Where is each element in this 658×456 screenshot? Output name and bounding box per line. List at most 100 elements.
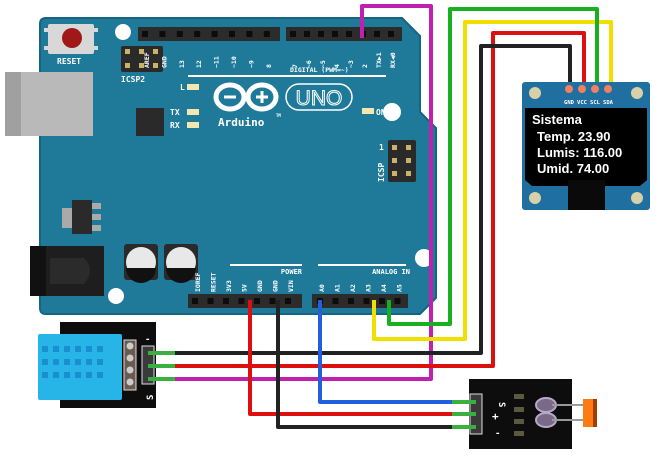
header-pin[interactable] <box>388 31 394 37</box>
header-pin[interactable] <box>346 31 352 37</box>
digital-pin-label: ~6 <box>305 60 313 68</box>
oled-gnd-wire[interactable] <box>175 44 572 355</box>
header-pin[interactable] <box>223 298 229 304</box>
oled-screen <box>525 108 647 180</box>
mounting-hole <box>415 249 433 267</box>
oled-ribbon <box>568 180 605 210</box>
header-pin[interactable] <box>394 298 401 304</box>
digital-header-right <box>286 27 402 41</box>
icsp-pin1-label: 1 <box>379 143 384 152</box>
header-pin[interactable] <box>379 298 385 304</box>
header-pin[interactable] <box>229 31 235 37</box>
digital-pin-label: 4 <box>333 64 341 68</box>
header-pin[interactable] <box>304 31 310 37</box>
header-pin[interactable] <box>238 298 245 304</box>
analog-pin-label: A1 <box>334 284 342 292</box>
dht-vent <box>53 372 59 378</box>
dht-vent <box>42 346 48 352</box>
analog-label: ANALOG IN <box>372 268 410 276</box>
header-pin[interactable] <box>207 298 214 304</box>
icsp2-label: ICSP2 <box>121 75 145 84</box>
led-tx-label: TX <box>170 108 180 117</box>
header-pin[interactable] <box>290 31 296 37</box>
header-pin[interactable] <box>194 31 201 37</box>
header-pin[interactable] <box>246 31 253 37</box>
dht-vent <box>53 346 59 352</box>
led-tx <box>187 109 199 115</box>
header-pin[interactable] <box>142 31 148 37</box>
uno-badge: UNO <box>285 83 353 111</box>
dht-data-wire[interactable] <box>175 4 433 381</box>
pcb <box>39 17 437 315</box>
header-pin[interactable] <box>159 31 166 37</box>
ldr-minus-label: - <box>495 429 500 439</box>
power-5v-wire[interactable] <box>248 300 470 416</box>
header-pin[interactable] <box>176 31 183 37</box>
analog-pin-label: A4 <box>380 284 388 292</box>
oled-line-4: Umid. 74.00 <box>537 161 609 176</box>
dht-grid <box>42 346 103 378</box>
reset-label: RESET <box>57 57 81 66</box>
digital-pin-label: ~11 <box>213 56 221 68</box>
oled-pin-label: SDA <box>603 100 614 106</box>
icsp-label: ICSP <box>377 163 386 182</box>
oled-vcc-wire[interactable] <box>175 31 586 368</box>
mounting-hole <box>383 103 401 121</box>
dht-vent <box>86 346 92 352</box>
oled-line-1: Sistema <box>532 112 583 127</box>
oled-pin-label: GND <box>564 100 575 106</box>
digital-pin-label: 7 <box>291 64 299 68</box>
power-header <box>188 294 302 308</box>
header-pin[interactable] <box>285 298 291 304</box>
analog-pin-label: A5 <box>396 284 404 292</box>
analog-pin-label: A0 <box>318 284 326 292</box>
analog-pin-label: A3 <box>365 284 373 292</box>
mounting-hole <box>108 288 124 304</box>
oled-pin-label: VCC <box>577 100 587 106</box>
header-pin[interactable] <box>318 31 324 37</box>
reset-button[interactable] <box>44 24 98 54</box>
voltage-regulator <box>62 200 101 234</box>
dht-sensor: - S <box>38 322 156 408</box>
uno-text: UNO <box>296 87 343 110</box>
power-pins <box>192 298 291 304</box>
digital-pin-label: ~5 <box>319 60 327 68</box>
digital-header-left <box>138 27 280 41</box>
header-pin[interactable] <box>192 298 198 304</box>
header-pin[interactable] <box>332 298 339 304</box>
oled-sda-wire[interactable] <box>372 20 613 341</box>
power-gnd-wire[interactable] <box>276 300 470 429</box>
dht-vent <box>86 359 92 365</box>
digital-label: DIGITAL (PWM=~) <box>290 66 349 74</box>
ldr-signal-label: S <box>496 402 506 407</box>
header-pin[interactable] <box>254 298 260 304</box>
ldr-module: S + - <box>469 379 597 449</box>
led-on <box>362 108 374 114</box>
header-pin[interactable] <box>332 31 338 37</box>
capacitor <box>164 244 198 283</box>
dht-vent <box>97 359 103 365</box>
header-pin[interactable] <box>269 298 276 304</box>
oled-scl-wire[interactable] <box>387 7 599 326</box>
header-pin[interactable] <box>348 298 354 304</box>
led-on-label: ON <box>376 108 386 117</box>
header-pin[interactable] <box>374 31 380 37</box>
digital-pin-label: AREF <box>143 52 151 68</box>
header-pin[interactable] <box>363 298 370 304</box>
digital-pin-label: GND <box>160 56 168 68</box>
dht-minus-label: - <box>145 335 150 345</box>
dht-vent <box>75 372 81 378</box>
ldr-signal-wire[interactable] <box>318 300 470 404</box>
dht-vent <box>64 359 70 365</box>
header-pin[interactable] <box>263 31 270 37</box>
dht-vent <box>42 372 48 378</box>
digital-pin-label: ~9 <box>247 60 255 68</box>
led-rx <box>187 122 199 128</box>
header-pin[interactable] <box>211 31 218 37</box>
analog-header <box>312 294 408 308</box>
